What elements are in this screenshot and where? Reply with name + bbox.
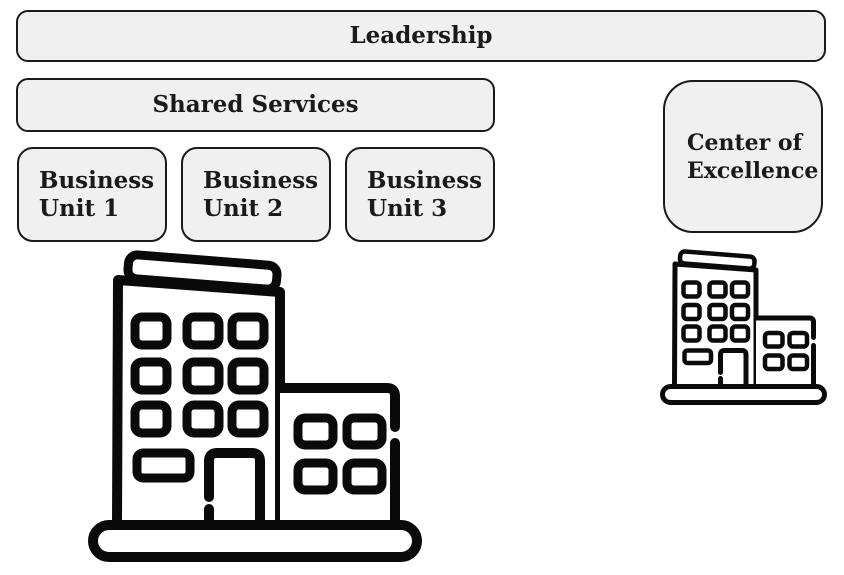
shared-services-box: Shared Services bbox=[16, 78, 495, 132]
office-building-icon-large bbox=[86, 246, 424, 564]
leadership-label: Leadership bbox=[349, 22, 493, 49]
center-of-excellence-label: Center of Excellence bbox=[687, 129, 819, 184]
business-unit-3-box: Business Unit 3 bbox=[345, 147, 495, 242]
business-unit-1-box: Business Unit 1 bbox=[17, 147, 167, 242]
office-building-icon-small bbox=[659, 247, 828, 406]
shared-services-label: Shared Services bbox=[152, 91, 359, 118]
center-of-excellence-box: Center of Excellence bbox=[663, 80, 823, 233]
business-unit-2-label: Business Unit 2 bbox=[203, 166, 319, 222]
business-unit-2-box: Business Unit 2 bbox=[181, 147, 331, 242]
business-unit-3-label: Business Unit 3 bbox=[367, 166, 483, 222]
leadership-box: Leadership bbox=[16, 10, 826, 62]
business-unit-1-label: Business Unit 1 bbox=[39, 166, 155, 222]
